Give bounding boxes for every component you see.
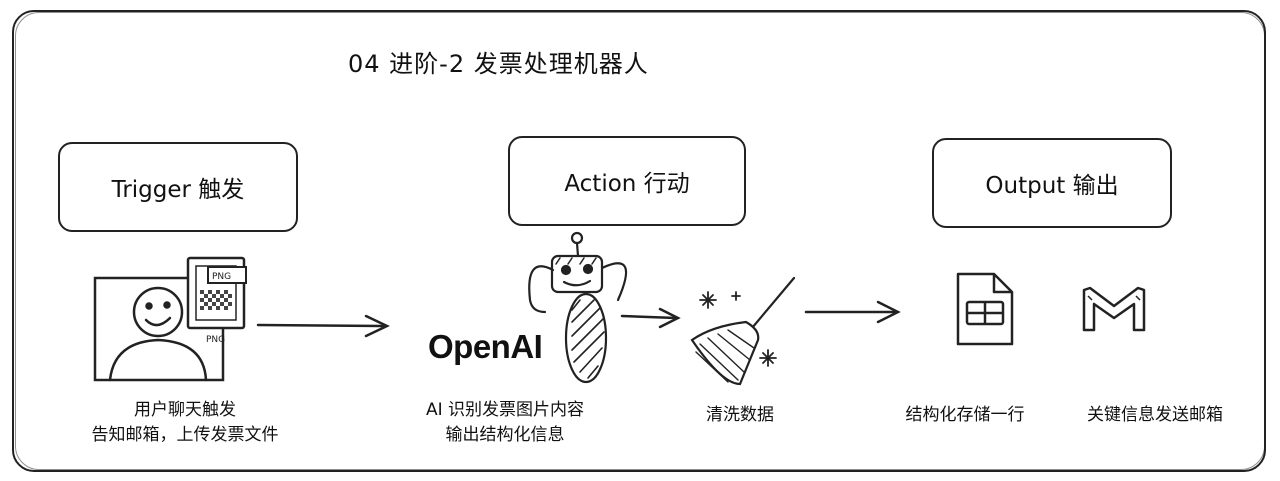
arrow-icon bbox=[620, 307, 681, 329]
sparkle-icon bbox=[699, 291, 777, 367]
arrow-icon bbox=[804, 300, 901, 324]
caption-action: AI 识别发票图片内容 输出结构化信息 bbox=[395, 398, 615, 448]
stage-action-box: Action 行动 bbox=[508, 136, 746, 226]
gmail-icon bbox=[1082, 286, 1146, 332]
caption-action-line1: AI 识别发票图片内容 bbox=[425, 400, 585, 420]
stage-trigger-box: Trigger 触发 bbox=[58, 142, 298, 232]
broom-icon bbox=[690, 276, 796, 386]
page-title: 04 进阶-2 发票处理机器人 bbox=[348, 50, 649, 78]
caption-store: 结构化存储一行 bbox=[905, 405, 1025, 425]
openai-logo: OpenAI bbox=[428, 328, 543, 365]
caption-clean: 清洗数据 bbox=[706, 405, 774, 425]
stage-output-box: Output 输出 bbox=[932, 138, 1172, 228]
caption-trigger-line1: 用户聊天触发 bbox=[134, 400, 236, 420]
outer-frame bbox=[12, 10, 1266, 472]
stage-action-label: Action 行动 bbox=[564, 171, 690, 197]
caption-trigger: 用户聊天触发 告知邮箱，上传发票文件 bbox=[60, 398, 310, 448]
sheet-icon bbox=[956, 272, 1014, 346]
png-label-bottom: PNG bbox=[206, 335, 225, 345]
arrow-icon bbox=[256, 314, 390, 338]
png-label-top: PNG bbox=[212, 272, 231, 282]
stage-output-label: Output 输出 bbox=[985, 173, 1119, 199]
robot-icon bbox=[528, 231, 628, 384]
png-file-icon bbox=[186, 256, 247, 330]
stage-trigger-label: Trigger 触发 bbox=[111, 177, 245, 203]
caption-mail: 关键信息发送邮箱 bbox=[1087, 405, 1223, 425]
caption-action-line2: 输出结构化信息 bbox=[445, 425, 565, 445]
caption-trigger-line2: 告知邮箱，上传发票文件 bbox=[91, 425, 279, 445]
